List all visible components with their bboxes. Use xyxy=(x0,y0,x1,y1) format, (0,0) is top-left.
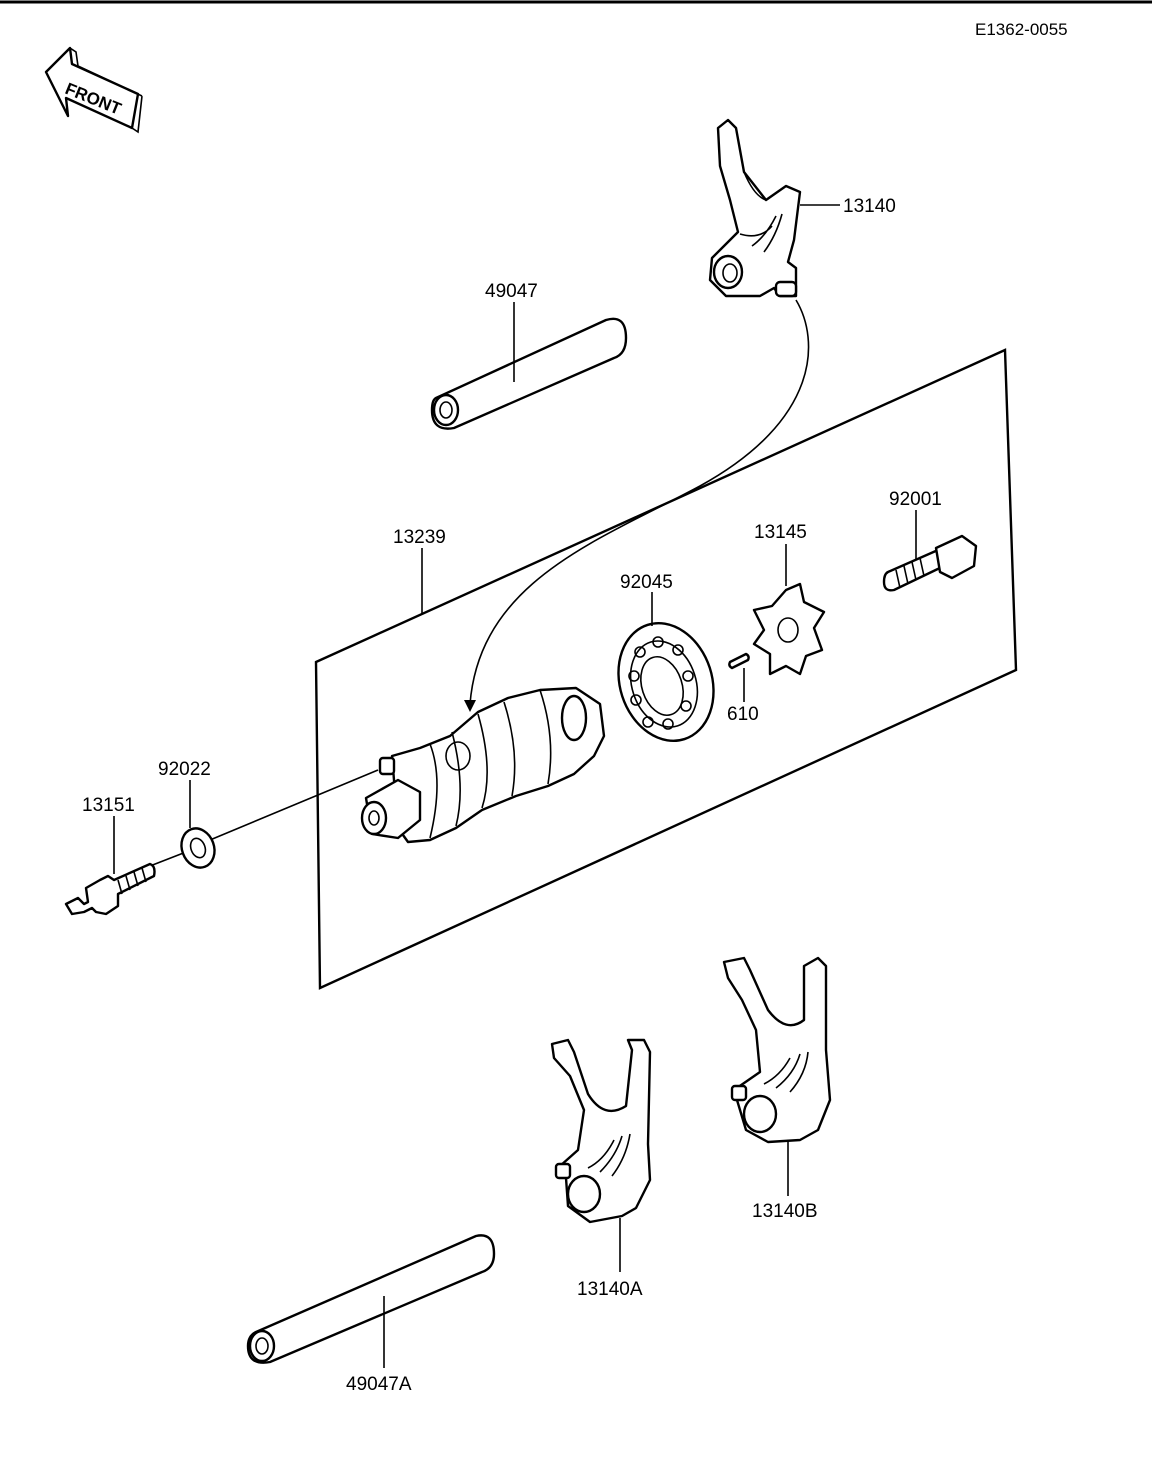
guide-arrow-icon xyxy=(464,700,476,712)
part-label-92045: 92045 xyxy=(620,572,673,593)
part-label-92022: 92022 xyxy=(158,759,211,780)
part-label-13140B: 13140B xyxy=(752,1201,818,1222)
diagram-code: E1362-0055 xyxy=(975,20,1068,39)
part-label-49047: 49047 xyxy=(485,281,538,302)
shift-fork-13140A xyxy=(550,1038,652,1272)
part-label-13151: 13151 xyxy=(82,795,135,816)
part-label-49047A: 49047A xyxy=(346,1374,412,1395)
fork-pin-guide-line xyxy=(469,299,810,705)
front-arrow-icon: FRONT xyxy=(44,46,143,134)
shaft-49047 xyxy=(430,302,628,430)
drum-axis-line xyxy=(209,769,379,841)
pin-610 xyxy=(728,652,750,702)
part-label-13140: 13140 xyxy=(843,196,896,217)
part-label-92001: 92001 xyxy=(889,489,942,510)
washer-92022 xyxy=(180,780,216,869)
bearing-92045 xyxy=(617,592,715,743)
neutral-switch-13151 xyxy=(64,816,156,916)
star-plate-13145 xyxy=(752,544,826,676)
shift-fork-13140 xyxy=(708,118,840,298)
part-label-610: 610 xyxy=(727,704,759,725)
part-label-13140A: 13140A xyxy=(577,1279,643,1300)
part-label-13145: 13145 xyxy=(754,522,807,543)
assembly-frame xyxy=(314,348,1018,990)
bolt-92001 xyxy=(882,510,978,592)
part-label-13239: 13239 xyxy=(393,527,446,548)
shaft-49047A xyxy=(246,1234,496,1368)
shift-fork-13140B xyxy=(722,956,832,1196)
shift-drum-13239 xyxy=(360,686,606,844)
